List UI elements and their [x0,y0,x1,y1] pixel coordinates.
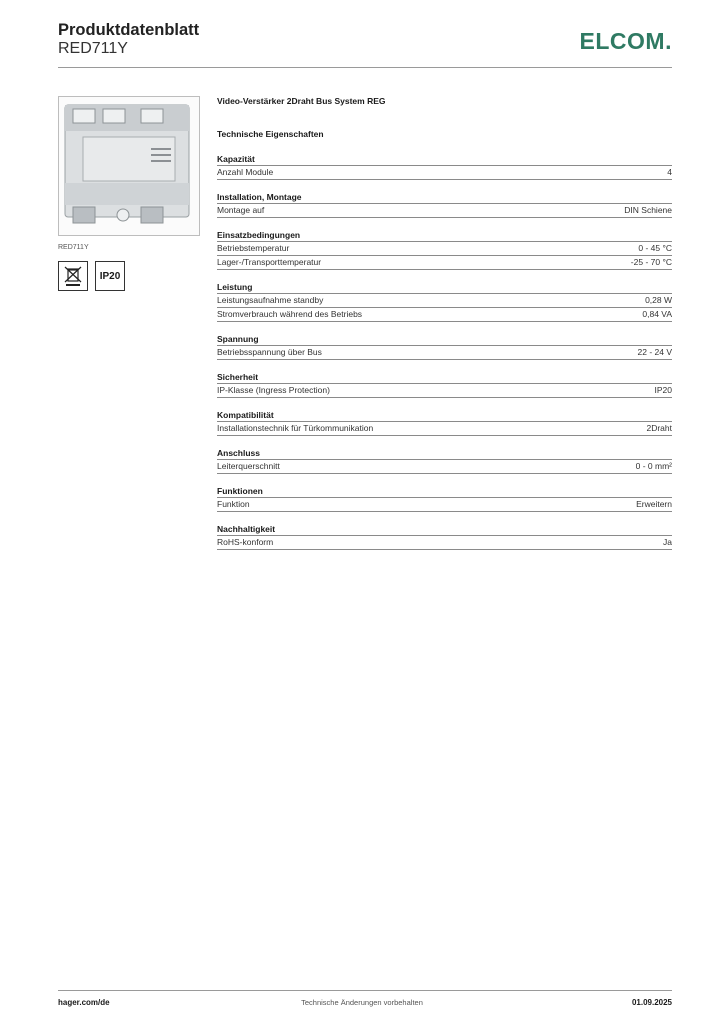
weee-badge [58,261,88,291]
spec-section-title: Leistung [217,282,672,294]
spec-section-title: Einsatzbedingungen [217,230,672,242]
ip-rating-badge: IP20 [95,261,125,291]
spec-row: Funktion Erweitern [217,498,672,512]
spec-label: Betriebsspannung über Bus [217,347,322,357]
spec-row: Betriebsspannung über Bus 22 - 24 V [217,346,672,360]
spec-section-title: Installation, Montage [217,192,672,204]
spec-row: Leistungsaufnahme standby 0,28 W [217,294,672,308]
spec-section-title: Kapazität [217,154,672,166]
spec-value: Erweitern [636,499,672,509]
product-name: Video-Verstärker 2Draht Bus System REG [217,96,386,106]
header-subtitle: RED711Y [58,40,128,57]
spec-value: -25 - 70 °C [630,257,672,267]
footer-website: hager.com/de [58,998,110,1007]
spec-label: RoHS-konform [217,537,274,547]
spec-row: Betriebstemperatur 0 - 45 °C [217,242,672,256]
spec-value: 4 [667,167,672,177]
spec-value: 0 - 45 °C [638,243,672,253]
spec-value: 22 - 24 V [637,347,673,357]
spec-value: DIN Schiene [624,205,672,215]
product-image-caption: RED711Y [58,244,89,251]
spec-section-title: Sicherheit [217,372,672,384]
din-rail-module-illustration [64,104,190,224]
spec-value: Ja [663,537,672,547]
spec-section-title: Kompatibilität [217,410,672,422]
spec-row: Leiterquerschnitt 0 - 0 mm² [217,460,672,474]
footer-divider [58,990,672,991]
spec-label: IP-Klasse (Ingress Protection) [217,385,330,395]
tech-properties-title: Technische Eigenschaften [217,129,324,139]
header-divider [58,67,672,68]
specs-content: Video-Verstärker 2Draht Bus System REG T… [217,96,672,562]
spec-row: IP-Klasse (Ingress Protection) IP20 [217,384,672,398]
spec-section-title: Spannung [217,334,672,346]
spec-value: 0,28 W [645,295,672,305]
spec-section-title: Funktionen [217,486,672,498]
spec-row: Montage auf DIN Schiene [217,204,672,218]
spec-label: Lager-/Transporttemperatur [217,257,322,267]
spec-value: 2Draht [646,423,672,433]
footer-date: 01.09.2025 [631,998,672,1007]
spec-row: RoHS-konform Ja [217,536,672,550]
weee-bin-icon [64,266,82,286]
spec-value: IP20 [654,385,673,395]
spec-label: Installationstechnik für Türkommunikatio… [217,423,374,433]
spec-row: Installationstechnik für Türkommunikatio… [217,422,672,436]
spec-row: Lager-/Transporttemperatur -25 - 70 °C [217,256,672,270]
spec-value: 0 - 0 mm² [635,461,672,471]
spec-label: Anzahl Module [217,167,274,177]
spec-label: Montage auf [217,205,265,215]
spec-value: 0,84 VA [642,309,672,319]
spec-section-title: Nachhaltigkeit [217,524,672,536]
spec-label: Leiterquerschnitt [217,461,280,471]
header-title: Produktdatenblatt [58,21,200,39]
spec-row: Anzahl Module 4 [217,166,672,180]
spec-label: Leistungsaufnahme standby [217,295,324,305]
spec-label: Stromverbrauch während des Betriebs [217,309,363,319]
footer-disclaimer: Technische Änderungen vorbehalten [301,998,423,1007]
brand-logo: ELCOM. [579,28,672,54]
spec-label: Betriebstemperatur [217,243,290,253]
product-image [58,96,200,236]
spec-label: Funktion [217,499,250,509]
spec-row: Stromverbrauch während des Betriebs 0,84 … [217,308,672,322]
spec-section-title: Anschluss [217,448,672,460]
